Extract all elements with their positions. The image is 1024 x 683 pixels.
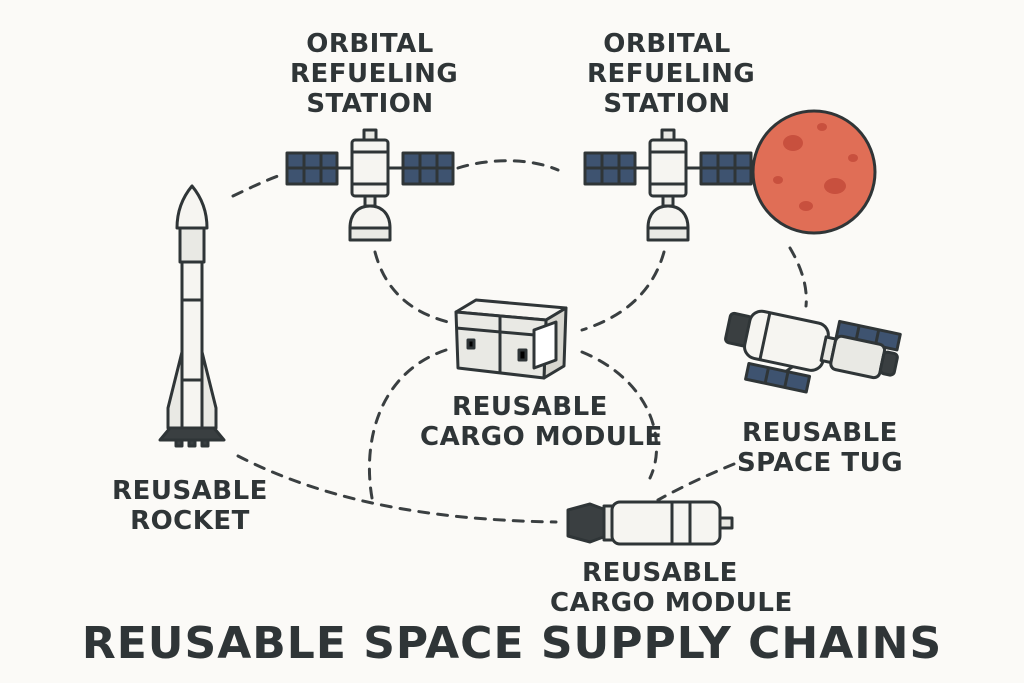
planet-icon: [751, 109, 877, 235]
solar-panel-left: [285, 151, 339, 186]
diagram-title: REUSABLE SPACE SUPPLY CHAINS: [81, 618, 943, 669]
label-line: ORBITAL: [603, 29, 731, 59]
label-line: STATION: [603, 89, 731, 119]
connector-cargo-loop-right: [580, 350, 658, 480]
label-line: REFUELING: [587, 59, 756, 89]
label-line: REUSABLE: [582, 558, 738, 588]
rocket-icon: [158, 184, 226, 448]
label-rocket: REUSABLE ROCKET: [100, 476, 280, 536]
label-station-left: ORBITAL REFUELING STATION: [290, 29, 459, 119]
solar-panel-right: [699, 151, 753, 186]
space-tug-icon: [724, 309, 902, 394]
connector-rocket-bottom-cargo: [236, 454, 558, 524]
label-line: REUSABLE: [742, 418, 898, 448]
label-line: ROCKET: [130, 506, 250, 536]
connector-rocket-station-left: [231, 174, 280, 198]
connector-tug-bottom-cargo: [656, 462, 736, 502]
label-line: REUSABLE: [452, 392, 608, 422]
cargo-module-icon: [454, 298, 568, 380]
label-tug: REUSABLE SPACE TUG: [730, 418, 910, 478]
label-line: REUSABLE: [112, 476, 268, 506]
label-cargo-bottom: REUSABLE CARGO MODULE: [550, 558, 793, 618]
label-line: REFUELING: [290, 59, 459, 89]
label-line: CARGO MODULE: [420, 422, 663, 452]
label-station-right: ORBITAL REFUELING STATION: [587, 29, 756, 119]
satellite-icon: [583, 128, 753, 242]
solar-panel-right: [401, 151, 455, 186]
connector-station-left-station-right: [456, 159, 560, 172]
cargo-module-capsule-icon: [566, 500, 734, 546]
connector-planet-tug: [788, 246, 808, 308]
label-line: CARGO MODULE: [550, 588, 793, 618]
tug-solar-panel-lower: [744, 361, 812, 394]
solar-panel-left: [583, 151, 637, 186]
label-line: ORBITAL: [306, 29, 434, 59]
connector-station-left-cargo: [373, 250, 450, 324]
label-line: STATION: [306, 89, 434, 119]
connector-cargo-loop: [368, 348, 448, 500]
connectors: [231, 159, 808, 524]
label-cargo-center: REUSABLE CARGO MODULE: [420, 392, 663, 452]
satellite-icon: [285, 128, 455, 242]
connector-station-right-cargo: [580, 250, 666, 332]
label-line: SPACE TUG: [736, 448, 904, 478]
